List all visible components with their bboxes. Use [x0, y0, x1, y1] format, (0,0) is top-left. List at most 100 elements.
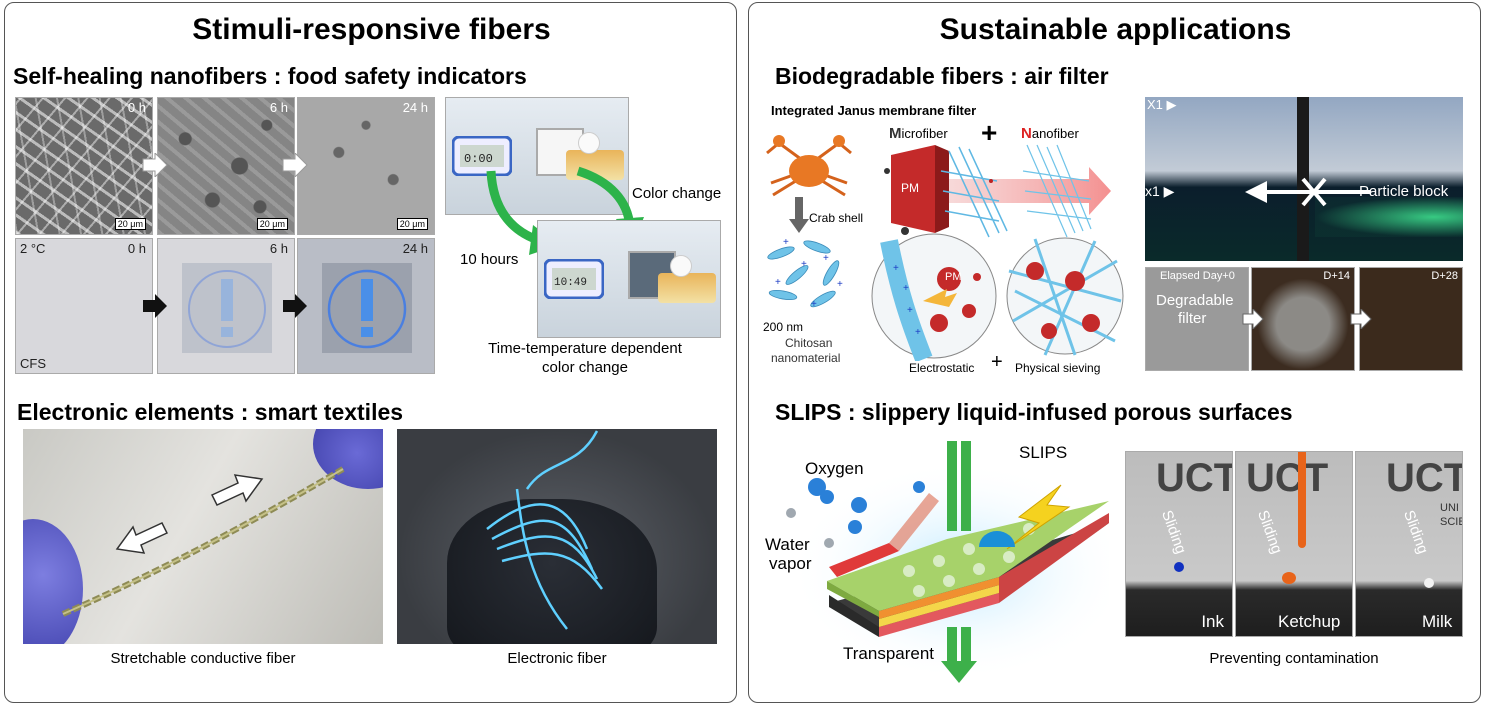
self-healing-heading: Self-healing nanofibers : food safety in…: [13, 63, 527, 89]
stretchable-fiber-photo: [23, 429, 383, 644]
slips-heading: SLIPS : slippery liquid-infused porous s…: [775, 399, 1293, 425]
video-x1-top: X1 ▶: [1147, 97, 1177, 112]
water-vapor-line2: vapor: [769, 554, 812, 573]
arrow-right-icon: [143, 294, 167, 318]
timer-icon: 0:00: [452, 136, 512, 176]
scale-bar-label: 20 μm: [256, 218, 288, 230]
slips-milk-photo: UCT UNI SCIE Sliding Milk: [1355, 451, 1463, 637]
microfiber-text: icrofiber: [901, 126, 948, 141]
crab-icon: [766, 135, 852, 197]
ten-hours-label: 10 hours: [460, 251, 519, 268]
green-laser: [1315, 197, 1463, 237]
degradable-label-line1: Degradable: [1156, 292, 1234, 309]
sem-image-0h: 0 h 20 μm: [15, 97, 153, 235]
cake-slice: [658, 273, 716, 303]
contamination-caption: Preventing contamination: [1209, 650, 1379, 667]
particle-block-label: Particle block: [1359, 183, 1449, 200]
degradation-day28: D+28: [1359, 267, 1463, 371]
smart-textiles-heading: Electronic elements : smart textiles: [17, 399, 404, 425]
sieving-label: Physical sieving: [1015, 361, 1101, 375]
arrow-right-icon: [1350, 309, 1372, 329]
chitosan-label-line1: Chitosan: [785, 336, 833, 350]
scale-200nm-label: 200 nm: [763, 320, 804, 334]
cfs-time-label: 24 h: [402, 241, 428, 256]
svg-text:10:49: 10:49: [554, 277, 587, 289]
ketchup-label: Ketchup: [1278, 612, 1341, 631]
braided-fiber: [61, 466, 345, 617]
cfs-time-label: 6 h: [269, 241, 288, 256]
svg-text:0:00: 0:00: [464, 152, 493, 166]
stretch-arrow-icon: [210, 474, 264, 506]
plus-icon-small: +: [991, 351, 1003, 373]
d14-label: D+14: [1323, 270, 1350, 282]
arrow-right-icon: [282, 153, 308, 177]
pm-label: PM: [901, 181, 919, 195]
sliding-label: Sliding: [1400, 508, 1432, 557]
sieving-circle: [1006, 237, 1124, 356]
svg-text:+: +: [893, 263, 899, 274]
cfs-image-24h: 24 h: [297, 238, 435, 374]
degradation-day0: Elapsed Day+0 Degradable filter: [1145, 267, 1249, 371]
electrostatic-label: Electrostatic: [909, 361, 975, 375]
dark-glove: [447, 499, 657, 644]
ink-label: Ink: [1201, 612, 1224, 631]
arrow-right-icon: [1242, 309, 1264, 329]
plus-icon: +: [981, 117, 998, 148]
sem-time-label: 24 h: [402, 100, 428, 115]
uct-fragment: UCT: [1246, 456, 1329, 500]
arrow-right-icon: [283, 294, 307, 318]
svg-text:+: +: [903, 283, 909, 294]
slips-ketchup-photo: UCT Sliding Ketchup: [1235, 451, 1353, 637]
degradable-label-line2: filter: [1178, 310, 1207, 327]
milk-drop: [1424, 578, 1434, 588]
stretchable-caption: Stretchable conductive fiber: [110, 650, 296, 667]
particle-block-video: X1 ▶ x1 ▶ Particle block: [1145, 97, 1463, 261]
sem-image-24h: 24 h 20 μm: [297, 97, 435, 235]
uct-fragment: UCT: [1386, 456, 1463, 500]
cream-ball: [578, 132, 600, 154]
nanofiber-text: anofiber: [1031, 126, 1079, 141]
svg-text:+: +: [823, 253, 829, 264]
cfs-image-6h: 6 h: [157, 238, 295, 374]
electronic-fiber-photo: [397, 429, 717, 644]
ttt-caption-line2: color change: [542, 359, 628, 376]
slips-schematic: [786, 441, 1109, 683]
chitosan-label-line2: nanomaterial: [771, 351, 841, 365]
scale-bar-label: 20 μm: [114, 218, 146, 230]
cfs-time-label: 0 h: [127, 241, 146, 256]
electrostatic-circle: ++++: [871, 233, 997, 361]
microfiber-initial: M: [889, 125, 902, 142]
ttt-caption-line1: Time-temperature dependent: [488, 340, 682, 357]
arrow-right-icon: [142, 153, 168, 177]
filter-schematic: [884, 144, 1111, 238]
svg-text:+: +: [801, 259, 807, 270]
elapsed-label: Elapsed Day+0: [1160, 270, 1235, 282]
sci-fragment: SCIE: [1440, 516, 1462, 528]
indicator-mark-icon: [182, 263, 272, 353]
uni-fragment: UNI: [1440, 502, 1459, 514]
sem-time-label: 6 h: [269, 100, 288, 115]
cream-ball: [670, 255, 692, 277]
ketchup-drop: [1282, 572, 1296, 584]
crab-shell-label: Crab shell: [809, 211, 864, 225]
chitosan-nanomaterial-icon: ++++++: [767, 237, 843, 310]
slips-label: SLIPS: [1019, 443, 1068, 462]
nanofiber-label: Nanofiber: [1021, 125, 1079, 142]
nanofiber-initial: N: [1021, 125, 1032, 142]
stretch-arrow-icon: [115, 522, 169, 554]
color-change-label: Color change: [632, 185, 722, 202]
block-arrow-icon: [1245, 177, 1371, 207]
sliding-label: Sliding: [1158, 508, 1190, 557]
milk-label: Milk: [1422, 612, 1453, 631]
ketchup-stream: [1298, 452, 1306, 548]
water-vapor-line1: Water: [765, 535, 810, 554]
right-panel: Sustainable applications Biodegradable f…: [748, 2, 1481, 703]
sem-image-6h: 6 h 20 μm: [157, 97, 295, 235]
left-panel: Stimuli-responsive fibers Self-healing n…: [4, 2, 737, 703]
svg-text:+: +: [915, 327, 921, 338]
pm-bubble-label: PM: [945, 271, 962, 283]
svg-text:+: +: [783, 237, 789, 248]
uct-fragment: UCT: [1156, 456, 1233, 500]
microfiber-label: Microfiber: [889, 125, 948, 142]
scale-bar-label: 20 μm: [396, 218, 428, 230]
